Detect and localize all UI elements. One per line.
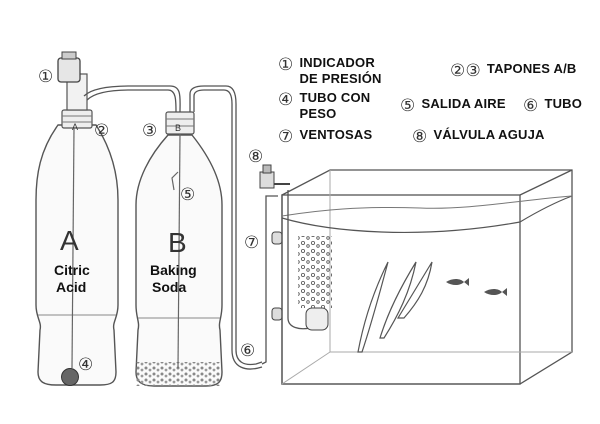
aquarium [281,169,573,385]
plant-1 [357,261,389,353]
legend-text-5: SALIDA AIRE [421,96,506,111]
callout-6: ⑥ [240,341,255,361]
water-surface [281,195,573,233]
callout-2: ② [94,121,109,141]
legend-num-8: ⑧ [412,127,428,147]
callout-4: ④ [78,355,93,375]
legend-item-7: ⑦ VENTOSAS [278,127,372,147]
legend-text-2: TAPONES A/B [486,61,577,76]
legend-num-2: ②③ [450,61,481,81]
needle-valve [259,171,275,189]
legend-item-8: ⑧ VÁLVULA AGUJA [412,127,545,147]
bottle-b-label-1: Baking [150,262,197,278]
callout-1: ① [38,67,53,87]
fish-2 [484,288,507,296]
legend-num-6: ⑥ [523,96,539,116]
legend-item-2: ②③ TAPONES A/B [450,61,577,81]
bottle-b-label-2: Soda [152,279,186,295]
bottle-b-letter: B [168,227,187,258]
co2-bubbles [298,236,332,308]
callout-3: ③ [142,121,157,141]
legend-num-4: ④ [278,90,294,110]
legend-text-1a: INDICADOR [299,55,375,70]
legend-num-5: ⑤ [400,96,416,116]
bottle-a-letter: A [60,225,79,256]
suction-cup-1 [271,231,283,245]
legend-text-4b: PESO [299,106,337,121]
callout-5: ⑤ [180,185,195,205]
plant-3 [396,261,433,319]
fish-1 [446,278,469,286]
callout-8: ⑧ [248,147,263,167]
callout-7: ⑦ [244,233,259,253]
suction-cup-2 [271,307,283,321]
tube-weight [61,368,79,386]
tubing [83,85,278,370]
legend-num-7: ⑦ [278,127,294,147]
diffuser [305,307,329,331]
legend-item-5: ⑤ SALIDA AIRE [400,96,506,116]
legend-text-1b: DE PRESIÓN [299,71,382,86]
legend-text-4a: TUBO CON [299,90,371,105]
plant-2 [379,261,417,339]
bottle-a-label-2: Acid [56,279,86,295]
air-outlet [171,171,179,191]
bottle-a: A A Citric Acid [35,51,119,386]
legend-text-8: VÁLVULA AGUJA [433,127,545,142]
legend-num-1: ① [278,55,294,75]
pressure-gauge [57,57,81,83]
bottle-a-label-1: Citric [54,262,90,278]
cap-a-label: A [72,122,78,132]
legend-text-7: VENTOSAS [299,127,373,142]
legend-item-6: ⑥ TUBO [523,96,582,116]
cap-b-label: B [175,123,181,133]
legend-text-6: TUBO [544,96,583,111]
bottle-b: B B Baking Soda [135,111,223,387]
